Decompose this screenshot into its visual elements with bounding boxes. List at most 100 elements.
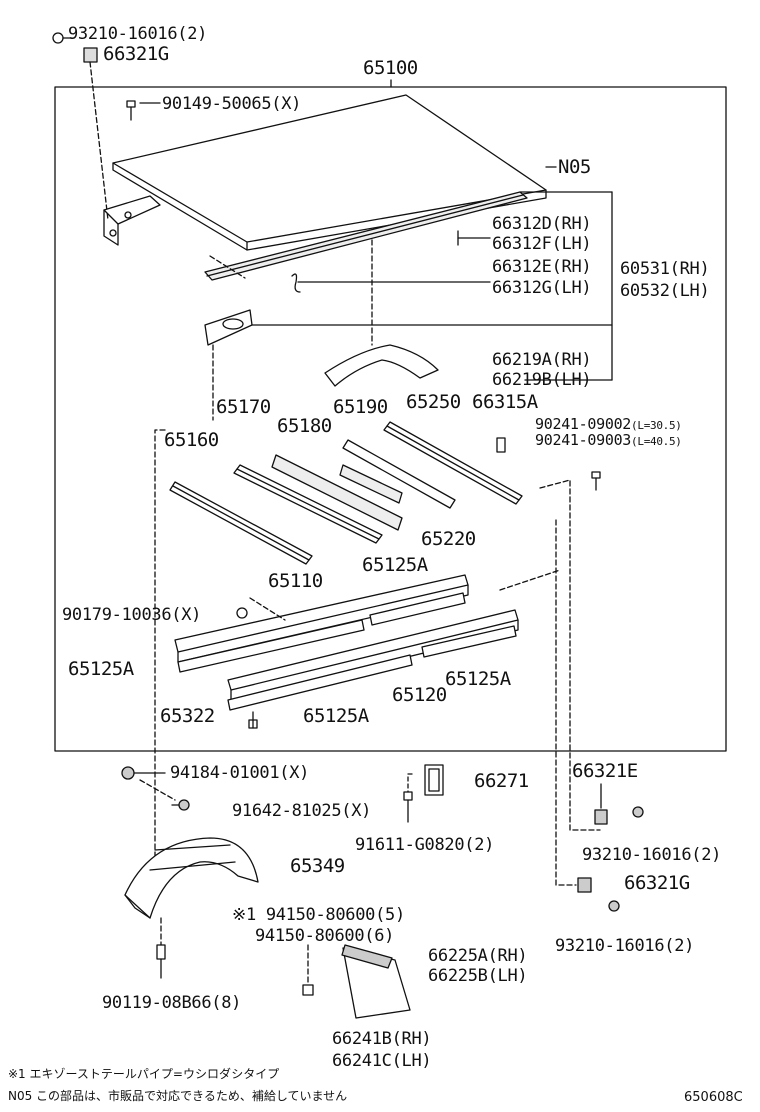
clip-66321E [594, 809, 608, 825]
fender-65349 [124, 837, 259, 919]
label-90149: 90149-50065(X) [162, 94, 302, 114]
label-66315A: 66315A [472, 391, 538, 413]
label-90241-b: 90241-09003(L=40.5) [535, 430, 682, 452]
dash-right [539, 479, 601, 831]
spring-66312E [291, 273, 301, 293]
clip-66321G-top [83, 47, 98, 63]
label-66225B: 66225B(LH) [428, 966, 528, 986]
label-66321G-top: 66321G [103, 43, 169, 65]
rail-65180 [271, 454, 403, 531]
nut-94184 [121, 766, 135, 780]
rail-65190 [339, 464, 403, 504]
label-66219B: 66219B(LH) [492, 370, 592, 390]
bolt-91642 [171, 799, 190, 811]
label-66312D: 66312D(RH) [492, 214, 592, 234]
label-65180: 65180 [277, 415, 332, 437]
label-94150-b: 94150-80600(6) [255, 926, 395, 946]
label-66241B: 66241B(RH) [332, 1029, 432, 1049]
label-65110: 65110 [268, 570, 323, 592]
label-66312F: 66312F(LH) [492, 234, 592, 254]
label-65322: 65322 [160, 705, 215, 727]
bolt-90241 [591, 471, 601, 491]
label-65100: 65100 [363, 57, 418, 79]
bracket-plate [204, 309, 253, 346]
deck-board-N05 [112, 94, 547, 251]
member-65125A-upper [369, 592, 466, 626]
label-N05: N05 [558, 156, 591, 178]
label-65125A-2: 65125A [68, 658, 134, 680]
rail-65250 [383, 421, 523, 505]
dash-91642 [139, 779, 176, 801]
rail-65220 [342, 439, 456, 509]
label-90241-a: 90241-09002(L=30.5) [535, 414, 682, 436]
pin-66312D [457, 230, 491, 246]
label-65220: 65220 [421, 528, 476, 550]
label-90179: 90179-10036(X) [62, 605, 202, 625]
bolt-94150 [302, 984, 314, 996]
label-90241-a-number: 90241-09002 [535, 415, 632, 433]
bolt-93210-mid [632, 806, 644, 818]
label-90241-b-number: 90241-09003 [535, 431, 632, 449]
hinge-rail [204, 191, 528, 281]
hinge-bracket-left [103, 195, 161, 246]
label-90119: 90119-08B66(8) [102, 993, 242, 1013]
diagram-code: 650608C [684, 1090, 743, 1105]
bolt-90119 [156, 944, 166, 979]
footnote-1: ※1 エキゾーストテールパイプ=ウシロダシタイプ [8, 1067, 280, 1081]
screw-90149 [126, 100, 136, 121]
label-66321E: 66321E [572, 760, 638, 782]
label-60531: 60531(RH) [620, 259, 710, 279]
rail-65170 [233, 464, 383, 544]
bolt-93210-low [608, 900, 620, 912]
bolt-93210-top [52, 32, 73, 44]
label-65125A-4: 65125A [303, 705, 369, 727]
label-90241-b-length: (L=40.5) [631, 435, 682, 448]
dash-lower-right [555, 519, 577, 886]
dash-66321G-top [89, 61, 109, 221]
label-66219A: 66219A(RH) [492, 350, 592, 370]
label-91611: 91611-G0820(2) [355, 835, 495, 855]
label-66312G: 66312G(LH) [492, 278, 592, 298]
label-65349: 65349 [290, 855, 345, 877]
bracket-66271 [424, 764, 444, 796]
label-66225A: 66225A(RH) [428, 946, 528, 966]
label-65125A-1: 65125A [362, 554, 428, 576]
label-60532: 60532(LH) [620, 281, 710, 301]
label-91642: 91642-81025(X) [232, 801, 372, 821]
bracket-66225 [341, 944, 393, 969]
label-66241C: 66241C(LH) [332, 1051, 432, 1071]
label-66271: 66271 [474, 770, 529, 792]
label-93210-low: 93210-16016(2) [555, 936, 695, 956]
dash-left [154, 429, 166, 891]
label-94150-a: ※1 94150-80600(5) [232, 905, 405, 925]
label-66312E: 66312E(RH) [492, 257, 592, 277]
label-93210-top: 93210-16016(2) [68, 24, 208, 44]
label-90241-a-length: (L=30.5) [631, 419, 682, 432]
member-65125A-right [421, 625, 517, 658]
label-65120: 65120 [392, 684, 447, 706]
bolt-91611 [403, 791, 413, 823]
dash-hinge [209, 255, 246, 279]
dash-91611 [407, 773, 413, 793]
nut-90179 [236, 607, 248, 619]
dash-mid [499, 569, 561, 591]
member-65125A-left [177, 619, 365, 673]
stopper-66315A [496, 437, 506, 453]
label-94184: 94184-01001(X) [170, 763, 310, 783]
label-65160: 65160 [164, 429, 219, 451]
bolt-65322 [248, 711, 258, 729]
label-65170: 65170 [216, 396, 271, 418]
rail-65160 [169, 481, 313, 565]
label-65250: 65250 [406, 391, 461, 413]
label-65125A-3: 65125A [445, 668, 511, 690]
label-93210-mid: 93210-16016(2) [582, 845, 722, 865]
label-66321G-low: 66321G [624, 872, 690, 894]
member-65125A-lower [227, 654, 413, 711]
footnote-N05: N05 この部品は、市販品で対応できるため、補給していません [8, 1089, 348, 1103]
clip-66321G-low [577, 877, 592, 893]
frame-66219 [324, 344, 439, 387]
label-65190: 65190 [333, 396, 388, 418]
dash-90179 [249, 597, 286, 621]
